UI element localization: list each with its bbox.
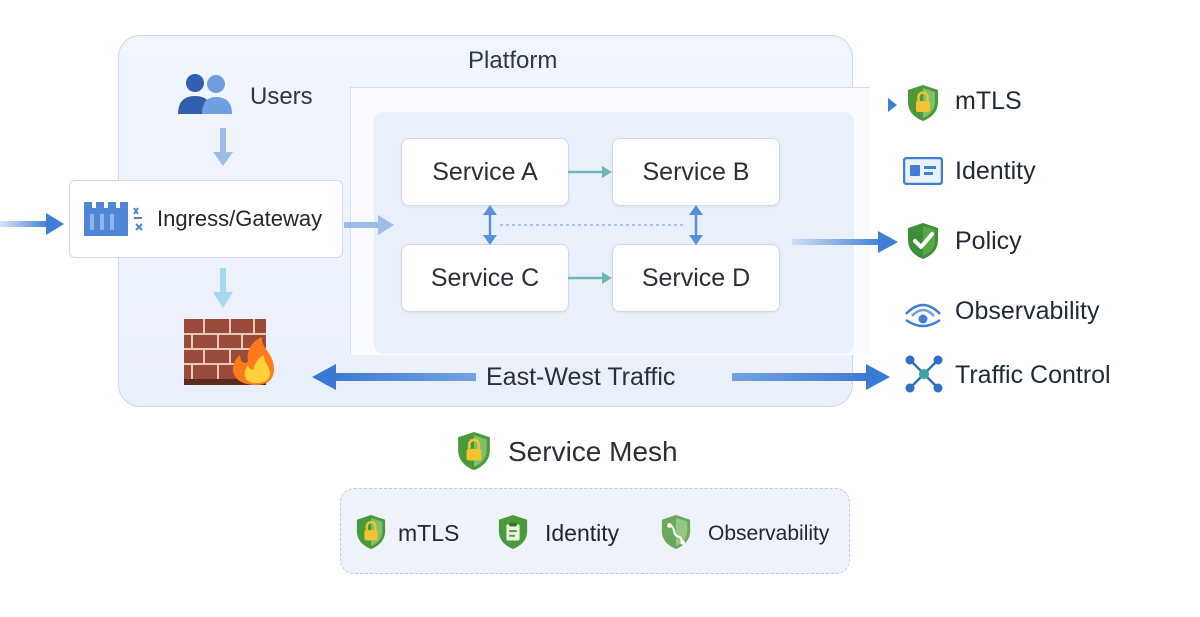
ingress-gateway-label: Ingress/Gateway bbox=[157, 206, 323, 231]
users-label: Users bbox=[250, 83, 313, 110]
ingress-to-firewall-arrow bbox=[213, 268, 233, 308]
service-c-box: Service C bbox=[401, 244, 569, 312]
shield-lock-icon bbox=[356, 515, 386, 549]
signal-eye-icon bbox=[905, 303, 941, 328]
service-mesh-shield-icon bbox=[458, 431, 490, 471]
route-shield-icon bbox=[661, 515, 691, 549]
network-nodes-icon bbox=[905, 355, 943, 393]
east-west-label-bg bbox=[476, 362, 732, 394]
service-a-c-bidirectional-arrow bbox=[483, 205, 497, 245]
service-d-label: Service D bbox=[641, 263, 751, 292]
gateway-icon bbox=[84, 202, 143, 236]
users-icon bbox=[178, 74, 232, 114]
shield-check-icon bbox=[908, 223, 938, 259]
service-b-box: Service B bbox=[612, 138, 780, 206]
service-b-d-bidirectional-arrow bbox=[689, 205, 703, 245]
feature-identity-label: Identity bbox=[955, 157, 1036, 185]
service-c-label: Service C bbox=[430, 263, 540, 292]
clipboard-shield-icon bbox=[498, 515, 528, 549]
service-a-label: Service A bbox=[432, 157, 538, 186]
mesh-bar-observability-label: Observability bbox=[708, 522, 830, 545]
feature-policy-label: Policy bbox=[955, 227, 1022, 255]
inbound-arrow bbox=[0, 213, 64, 235]
service-a-box: Service A bbox=[401, 138, 569, 206]
mtls-marker-arrow bbox=[888, 98, 897, 112]
users-to-ingress-arrow bbox=[213, 128, 233, 166]
id-card-icon bbox=[903, 157, 943, 185]
feature-observability-label: Observability bbox=[955, 297, 1100, 325]
service-c-to-d-arrow bbox=[568, 272, 612, 284]
east-west-label: East-West Traffic bbox=[486, 363, 676, 391]
mesh-bar-identity-label: Identity bbox=[545, 520, 620, 546]
feature-traffic-control-label: Traffic Control bbox=[955, 361, 1111, 389]
service-mesh-bar bbox=[340, 488, 850, 574]
outbound-policy-arrow bbox=[792, 231, 898, 253]
service-b-label: Service B bbox=[642, 157, 750, 186]
service-mesh-title: Service Mesh bbox=[508, 436, 678, 467]
feature-mtls-label: mTLS bbox=[955, 87, 1022, 115]
firewall-icon bbox=[184, 319, 274, 385]
shield-lock-icon bbox=[908, 85, 938, 121]
mesh-bar-mtls-label: mTLS bbox=[398, 520, 460, 546]
platform-title: Platform bbox=[468, 47, 558, 74]
ingress-to-services-arrow bbox=[344, 215, 394, 235]
mesh-link-dashed bbox=[500, 224, 686, 226]
service-d-box: Service D bbox=[612, 244, 780, 312]
service-a-to-b-arrow bbox=[568, 166, 612, 178]
